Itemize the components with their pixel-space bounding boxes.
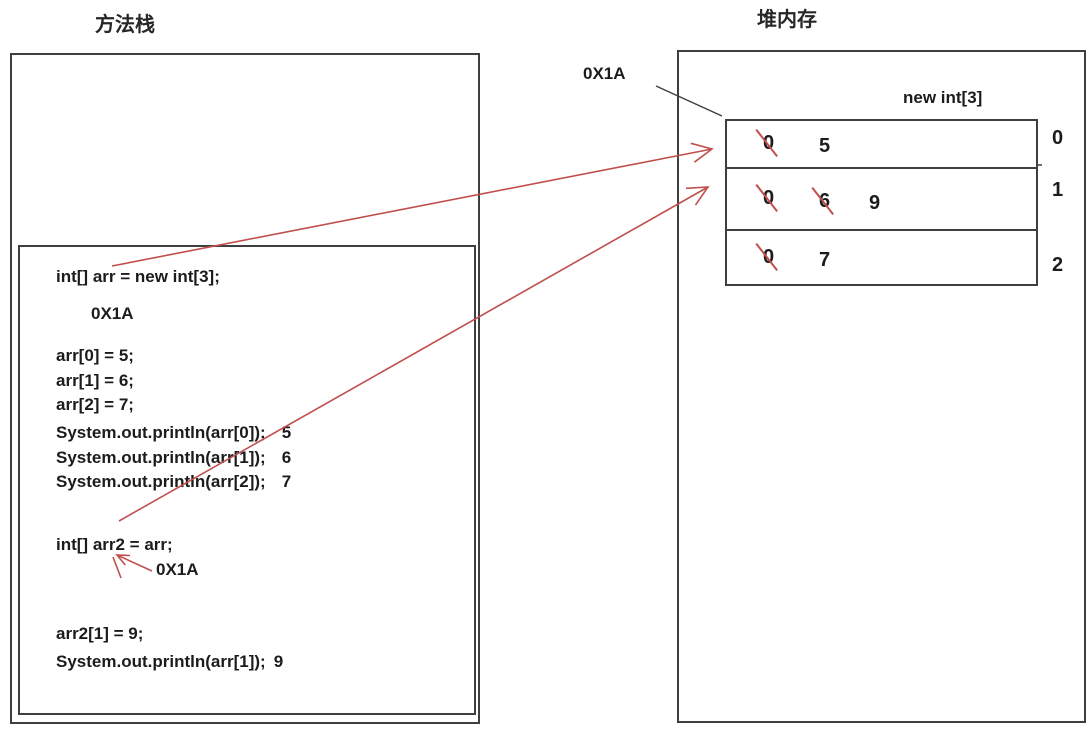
method-stack-title: 方法栈 — [95, 14, 155, 36]
code-line: int[] arr2 = arr; — [56, 535, 173, 555]
array-row: 0 6 9 — [727, 167, 1036, 229]
code-text: arr2[1] = 9; — [56, 624, 144, 643]
code-text: int[] arr2 = arr; — [56, 535, 173, 554]
code-line: System.out.println(arr[2]); 7 — [56, 472, 291, 492]
array-cell-old-value: 0 — [763, 132, 775, 154]
array-cell-old-value: 6 — [819, 190, 831, 212]
code-line: System.out.println(arr[0]); 5 — [56, 423, 291, 443]
code-text: System.out.println(arr[2]); — [56, 472, 266, 491]
heap-memory-title: 堆内存 — [757, 9, 817, 31]
printed-output-value: 5 — [281, 423, 292, 442]
array-cell-value: 7 — [819, 248, 831, 271]
printed-output-value: 6 — [281, 448, 292, 467]
method-stack-box: int[] arr = new int[3]; 0X1A arr[0] = 5;… — [10, 53, 480, 724]
code-text: int[] arr = new int[3]; — [56, 267, 220, 286]
code-text: System.out.println(arr[1]); — [56, 652, 266, 671]
code-line: arr[2] = 7; — [56, 395, 134, 415]
code-text: arr[1] = 6; — [56, 371, 134, 390]
printed-output-value: 9 — [273, 652, 284, 671]
array-cell-value: 9 — [869, 192, 881, 214]
code-line: System.out.println(arr[1]); 6 — [56, 448, 291, 468]
array-row: 0 7 — [727, 229, 1036, 284]
array-index-label: 1 — [1052, 179, 1064, 201]
address-annotation: 0X1A — [156, 560, 199, 580]
code-line: arr[1] = 6; — [56, 371, 134, 391]
code-text: arr[0] = 5; — [56, 346, 134, 365]
stack-frame-box: int[] arr = new int[3]; 0X1A arr[0] = 5;… — [18, 245, 476, 715]
code-text: System.out.println(arr[1]); — [56, 448, 266, 467]
array-allocation-label: new int[3] — [903, 88, 983, 107]
array-cell-value: 5 — [819, 135, 831, 157]
heap-array-box: 0 5 0 6 9 0 7 — [725, 119, 1038, 286]
array-row: 0 5 — [727, 121, 1036, 167]
code-text: System.out.println(arr[0]); — [56, 423, 266, 442]
code-line: int[] arr = new int[3]; — [56, 267, 220, 287]
heap-address-label: 0X1A — [583, 64, 626, 83]
code-line: arr2[1] = 9; — [56, 624, 143, 644]
array-cell-old-value: 0 — [763, 245, 775, 268]
array-index-label: 0 — [1052, 127, 1064, 149]
heap-memory-box: new int[3] 0 5 0 6 9 0 7 0 1 2 — [677, 50, 1086, 723]
address-text: 0X1A — [156, 560, 199, 579]
code-line: arr[0] = 5; — [56, 346, 134, 366]
array-index-label: 2 — [1052, 254, 1064, 276]
address-text: 0X1A — [91, 304, 134, 323]
code-line: System.out.println(arr[1]); 9 — [56, 652, 283, 672]
printed-output-value: 7 — [281, 472, 292, 491]
address-annotation: 0X1A — [91, 304, 134, 324]
code-text: arr[2] = 7; — [56, 395, 134, 414]
array-cell-old-value: 0 — [763, 187, 775, 209]
